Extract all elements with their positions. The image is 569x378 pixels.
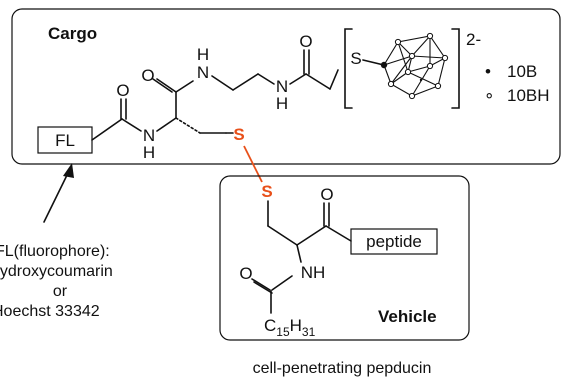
amide-right — [289, 49, 339, 90]
nh-mid-h: H — [197, 45, 209, 64]
peptide-label: peptide — [366, 232, 422, 251]
oxygen-amide-top: O — [141, 66, 154, 85]
legend-symbol-bh: ∘ — [484, 86, 495, 105]
cage-charge: 2- — [466, 30, 481, 49]
nh-right-h: H — [276, 94, 288, 113]
oxygen-vehicle-left: O — [239, 264, 252, 283]
chain-h-sub: 31 — [302, 325, 316, 339]
nh-left-h: H — [143, 143, 155, 162]
legend-text-boron: 10B — [507, 62, 537, 81]
chain-c-sub: 15 — [276, 325, 290, 339]
vehicle-cysteine — [251, 200, 352, 314]
amide-left — [91, 98, 142, 141]
fl-label: FL — [55, 131, 75, 150]
fluorophore-note-line-3: or — [53, 283, 68, 300]
fluorophore-note-line-1: FL(fluorophore): — [0, 243, 110, 260]
cargo-title: Cargo — [48, 24, 97, 43]
cage-bracket — [344, 28, 460, 109]
ethylene-linker — [211, 73, 275, 91]
peptide-box — [350, 228, 438, 255]
oxygen-vehicle-top: O — [320, 185, 333, 204]
oxygen-left: O — [116, 81, 129, 100]
vehicle-title: Vehicle — [378, 307, 437, 326]
vehicle-frame — [219, 175, 470, 341]
nh-right-n: N — [276, 77, 288, 96]
cysteine-backbone — [152, 78, 227, 134]
sulfur-vehicle: S — [261, 182, 272, 201]
fluorophore-note-line-2: hydroxycoumarin — [0, 263, 113, 280]
oxygen-right: O — [299, 32, 312, 51]
sulfur-cage: S — [350, 49, 361, 68]
legend-symbol-boron: • — [485, 62, 491, 81]
legend-text-bh: 10BH — [507, 86, 550, 105]
fluorophore-note-line-4: Hoechst 33342 — [0, 303, 100, 320]
fatty-chain-formula: C15H31 — [264, 316, 316, 339]
chain-c: C — [264, 316, 276, 335]
fluorophore-arrow — [43, 163, 74, 223]
chain-h: H — [290, 316, 302, 335]
cargo-frame — [11, 8, 561, 165]
nh-left-n: N — [143, 126, 155, 145]
sulfur-cargo: S — [233, 125, 244, 144]
caption: cell-penetrating pepducin — [253, 360, 432, 377]
cage-vertices — [380, 32, 449, 100]
vehicle-nh: NH — [301, 263, 326, 282]
nh-mid-n: N — [197, 63, 209, 82]
